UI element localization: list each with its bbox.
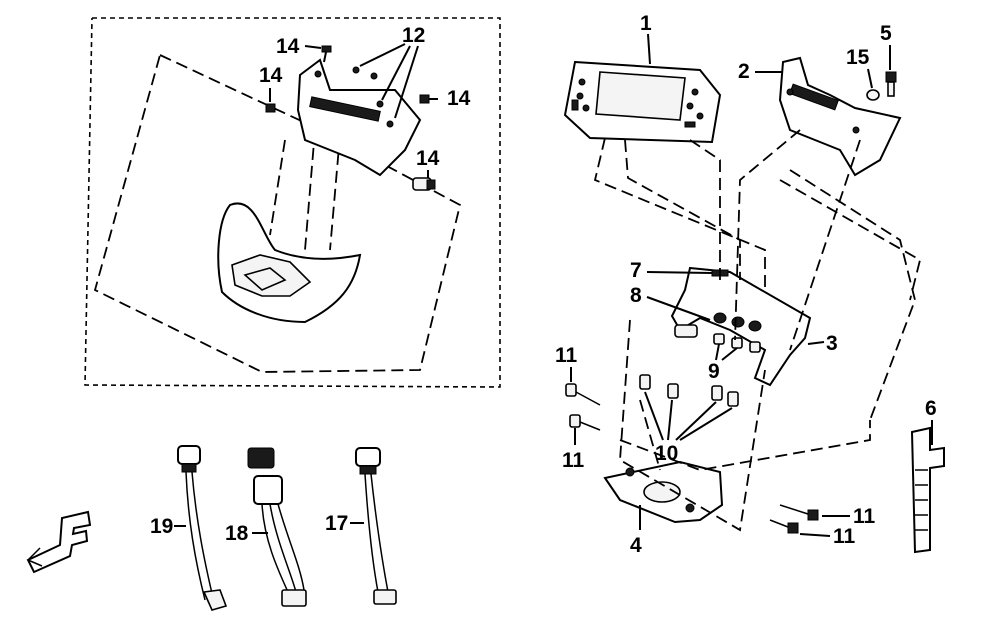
inset-dashed-border	[84, 17, 501, 388]
inset-assembly: 14 14 14 14 12	[84, 17, 501, 388]
bolts-10	[639, 374, 739, 407]
lower-bracket	[603, 460, 724, 524]
callout-14: 14	[447, 87, 471, 110]
callout-15: 15	[846, 46, 870, 69]
bolt-11-upper-left	[565, 383, 601, 406]
screw-14-top	[321, 45, 332, 63]
meter-bracket	[670, 266, 812, 387]
cable-strap-6	[910, 426, 945, 554]
callout-14: 14	[276, 35, 300, 58]
bolt-5	[885, 71, 897, 97]
switch-17	[355, 447, 397, 605]
screw-14-left	[265, 103, 276, 113]
callout-18: 18	[225, 522, 249, 545]
callout-14: 14	[416, 147, 440, 170]
switch-19	[177, 445, 228, 611]
screw-14-right	[419, 94, 438, 104]
callout-17: 17	[325, 512, 348, 535]
callout-11: 11	[833, 525, 856, 548]
bolt-11-right-lower	[769, 519, 799, 534]
callout-9: 9	[708, 360, 720, 383]
callout-8: 8	[630, 284, 642, 307]
front-direction-arrow-icon	[26, 510, 92, 574]
inset-bracket	[296, 58, 422, 177]
main-assembly-lines	[593, 129, 922, 532]
callout-3: 3	[826, 332, 838, 355]
callout-11: 11	[853, 505, 876, 528]
callout-14: 14	[259, 64, 283, 87]
callout-11: 11	[555, 344, 578, 367]
screw-14-lower	[412, 177, 436, 191]
grommets-9	[713, 333, 761, 353]
callout-2: 2	[738, 60, 750, 83]
callout-5: 5	[880, 22, 892, 45]
switch-18	[247, 447, 307, 607]
bolt-11-right-upper	[779, 504, 819, 521]
callout-6: 6	[925, 397, 937, 420]
meter-cluster	[563, 60, 722, 144]
callout-12: 12	[402, 24, 425, 47]
callout-1: 1	[640, 12, 652, 35]
callout-19: 19	[150, 515, 173, 538]
callout-4: 4	[630, 534, 642, 557]
inset-cover	[217, 202, 362, 324]
callout-11: 11	[562, 449, 585, 472]
upper-bracket	[778, 56, 902, 177]
washer-15	[866, 89, 880, 101]
bolt-11-mid-left	[569, 414, 601, 431]
callout-7: 7	[630, 259, 642, 282]
